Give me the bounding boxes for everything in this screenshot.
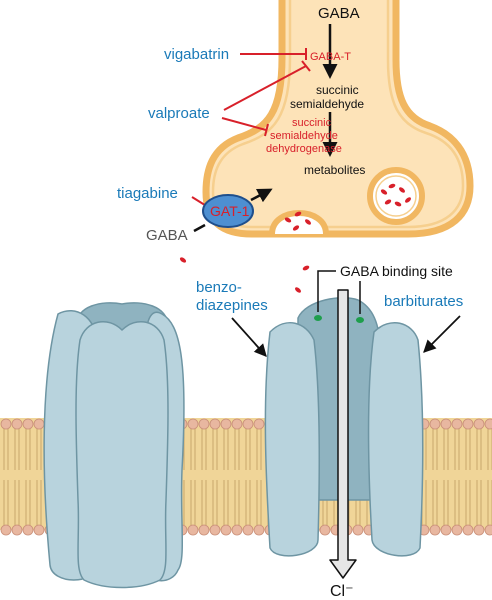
lipid-head (253, 524, 265, 536)
gaba-receptor-right (264, 297, 424, 557)
metabolites-label: metabolites (304, 163, 365, 177)
lipid-head (33, 524, 45, 536)
lipid-head (352, 524, 364, 536)
lipid-head (462, 418, 474, 430)
gaba-molecules (380, 183, 411, 207)
benzodiazepines-label-line1: benzo- (196, 279, 242, 296)
barbiturates-label: barbiturates (384, 293, 463, 310)
lipid-head (22, 418, 34, 430)
released-gaba-molecules (179, 257, 310, 293)
benzodiazepines-arrow (231, 317, 267, 357)
gaba-reuptake-arrow-in (193, 223, 206, 233)
lipid-head (198, 418, 210, 430)
ssadh-label-line1: succinic (292, 117, 332, 129)
ssa-label-line2: semialdehyde (290, 97, 364, 111)
lipid-head (198, 524, 210, 536)
gaba-label-left: GABA (146, 227, 188, 244)
lipid-head (0, 418, 12, 430)
lipid-head (231, 418, 243, 430)
receptor-left-subunit-center (75, 320, 169, 589)
lipid-head (253, 418, 265, 430)
lipid-head (187, 418, 199, 430)
lipid-head (473, 524, 485, 536)
ssa-label-line1: succinic (316, 83, 359, 97)
binding-site-label: GABA binding site (340, 263, 453, 279)
receptor-right-subunit-left (264, 322, 320, 557)
vigabatrin-inhibition (240, 48, 307, 60)
vigabatrin-label: vigabatrin (164, 46, 229, 63)
gaba-receptor-left (43, 302, 185, 589)
lipid-head (440, 524, 452, 536)
lipid-head (11, 524, 23, 536)
ssadh-label-line2: semialdehyde (270, 130, 338, 142)
lipid-head (220, 418, 232, 430)
lipid-head (242, 418, 254, 430)
benzodiazepines-label-line2: diazepines (196, 297, 268, 314)
lipid-head (451, 524, 463, 536)
chloride-label: Cl⁻ (330, 583, 354, 600)
gaba-binding-site-left (314, 315, 322, 321)
lipid-head (231, 524, 243, 536)
ssadh-label-line3: dehydrogenase (266, 143, 342, 155)
lipid-head (319, 524, 331, 536)
binding-site-leader-left (317, 270, 336, 312)
valproate-label: valproate (148, 105, 210, 122)
lipid-head (22, 524, 34, 536)
lipid-head (242, 524, 254, 536)
gat1-transporter: GAT-1 (202, 194, 254, 228)
gaba-label-top: GABA (318, 5, 360, 22)
lipid-head (462, 524, 474, 536)
lipid-head (0, 524, 12, 536)
lipid-head (440, 418, 452, 430)
gaba-binding-site-right (356, 317, 364, 323)
tiagabine-label: tiagabine (117, 185, 178, 202)
gaba-t-label: GABA-T (310, 51, 351, 63)
barbiturates-arrow (423, 315, 461, 353)
synaptic-vesicle-right (367, 167, 425, 225)
receptor-right-subunit-right (367, 322, 424, 557)
lipid-head (187, 524, 199, 536)
lipid-head (33, 418, 45, 430)
lipid-head (11, 418, 23, 430)
gat1-label: GAT-1 (210, 203, 250, 219)
gaba-reuptake-arrow-out (250, 188, 273, 203)
gaba-molecules (284, 211, 311, 231)
lipid-head (209, 418, 221, 430)
lipid-head (429, 418, 441, 430)
terminal-inner-membrane (211, 0, 465, 229)
synaptic-vesicle-fusing (269, 210, 329, 235)
lipid-head (429, 524, 441, 536)
lipid-head (484, 524, 492, 536)
valproate-inhibition (221, 60, 311, 137)
lipid-head (473, 418, 485, 430)
chloride-flow-arrow (329, 289, 357, 579)
lipid-head (484, 418, 492, 430)
lipid-head (220, 524, 232, 536)
lipid-head (451, 418, 463, 430)
lipid-head (209, 524, 221, 536)
